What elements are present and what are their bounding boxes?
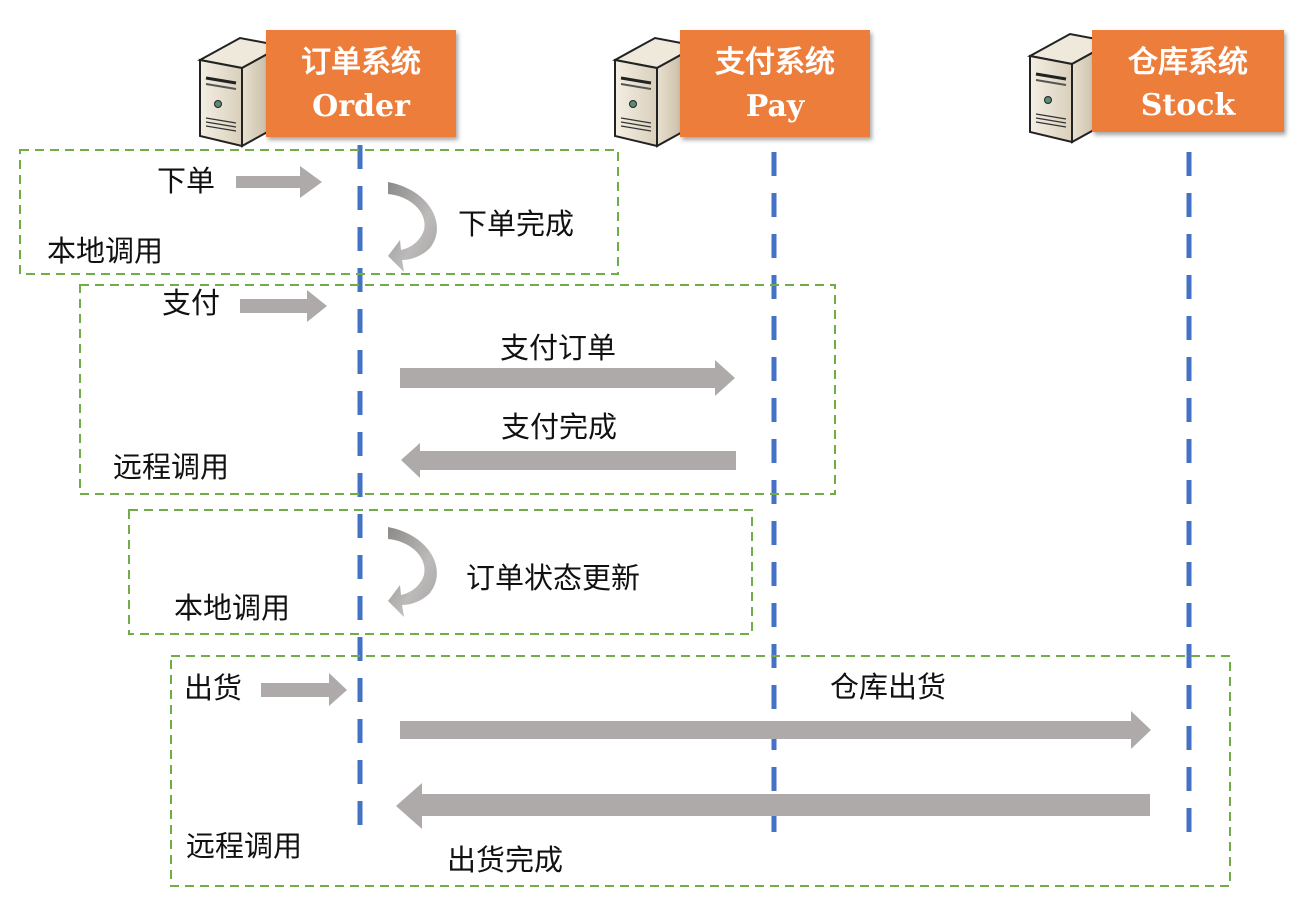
group-box-4: [170, 655, 1231, 887]
response-arrow: [396, 783, 1150, 829]
request-arrow: [400, 360, 735, 396]
system-name-en: Pay: [746, 89, 806, 124]
system-box-stock: [1092, 30, 1284, 132]
group-3: 订单状态更新 本地调用: [174, 527, 640, 625]
trigger-arrow: [236, 166, 322, 198]
self-call-arrow: [388, 527, 437, 617]
message-label: 仓库出货: [830, 670, 946, 704]
group-boxes: [19, 149, 1231, 887]
system-box-pay: [680, 30, 870, 137]
group-box-1: [19, 149, 619, 275]
group-4: 出货 仓库出货 远程调用 出货完成: [184, 670, 1151, 877]
message-label: 下单完成: [458, 207, 574, 241]
trigger-label: 出货: [184, 671, 242, 705]
message-label: 出货完成: [447, 843, 563, 877]
trigger-label: 下单: [157, 164, 215, 198]
group-type-label: 本地调用: [47, 234, 163, 268]
request-arrow: [400, 711, 1151, 749]
group-box-2: [79, 284, 836, 495]
group-box-3: [128, 509, 753, 635]
system-name-en: Stock: [1141, 88, 1237, 123]
message-label: 支付完成: [501, 410, 617, 444]
self-call-arrow: [388, 182, 437, 272]
trigger-label: 支付: [162, 286, 220, 320]
group-type-label: 远程调用: [113, 450, 229, 484]
system-name-cn: 订单系统: [301, 45, 421, 80]
group-type-label: 本地调用: [174, 591, 290, 625]
trigger-arrow: [240, 290, 327, 322]
system-name-cn: 支付系统: [715, 45, 835, 80]
message-label: 订单状态更新: [466, 561, 640, 595]
system-name-cn: 仓库系统: [1128, 45, 1248, 80]
system-order: 订单系统 Order: [198, 30, 456, 148]
response-arrow: [401, 443, 736, 478]
system-name-en: Order: [312, 89, 411, 124]
message-label: 支付订单: [500, 331, 616, 365]
system-box-order: [266, 30, 456, 137]
trigger-arrow: [261, 673, 347, 706]
system-pay: 支付系统 Pay: [613, 30, 870, 148]
group-type-label: 远程调用: [186, 829, 302, 863]
group-1: 下单 下单完成 本地调用: [47, 164, 574, 272]
system-stock: 仓库系统 Stock: [1028, 30, 1284, 144]
group-2: 支付 支付订单 支付完成 远程调用: [113, 286, 736, 484]
